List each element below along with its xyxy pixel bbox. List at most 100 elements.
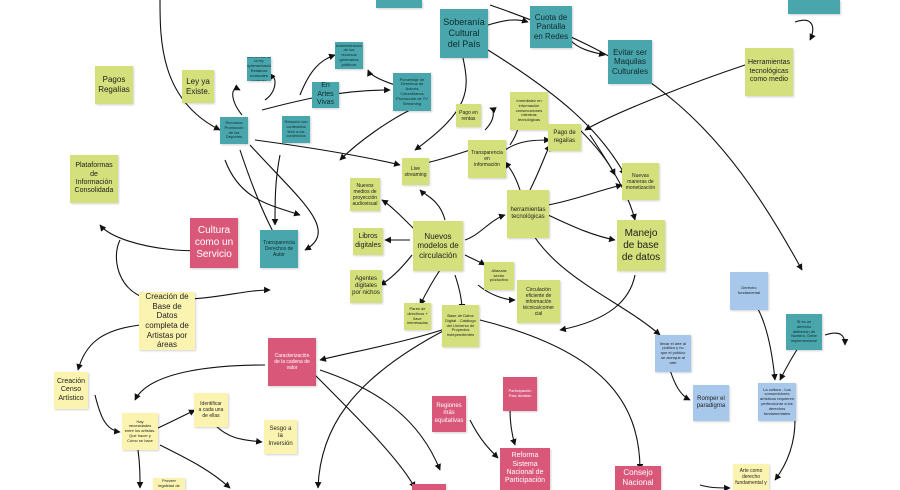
note-plataformas-informacion: Plataformas de Información Consolidada [70,155,118,203]
note-tema-derechos: Sus temas de la ley implementación Relat… [247,57,271,81]
note-regiones-equitativas: Regiones más equitativas [432,396,466,432]
connector [699,484,731,490]
connector [569,39,606,57]
note-consejo-nacional: Consejo Nacional [615,466,661,490]
connector [504,136,551,151]
connector [419,189,446,221]
note-nuevos-modelos: Nuevos modelos de circulación [413,221,463,271]
connector [477,284,516,304]
connector [159,0,221,131]
connector [794,19,816,41]
connector [319,369,441,471]
note-reforma-sistema: Reforma Sistema Nacional de Participació… [500,448,550,490]
connector [589,134,637,221]
connector [509,409,517,446]
connector [381,199,416,231]
note-bottom-pink [412,484,446,490]
note-cultura-derechos: La cultura - Los consumidores artísticos… [758,383,796,421]
connector [529,229,661,336]
note-identificar: Identificar a cada una de ellas [194,393,228,427]
note-evitar-maquilas: Evitar ser Maquilas Culturales [608,40,652,84]
note-pagos-regalias: Pagos Regalías [95,66,133,104]
note-sesgo-inversion: Sesgo a la Inversión [264,420,297,454]
connector [774,419,796,481]
connector [414,57,467,151]
note-relacion-contenidos: Relación con contenidos técn a los conte… [282,116,310,143]
note-participacion-pais: Participación País dividido [503,377,537,411]
note-agentes-digitales: Agentes digitales por nichos [350,270,382,303]
note-herramientas-medio: Herramientas tecnológicas como medio [745,48,793,96]
connector [299,53,336,96]
connector [559,274,636,333]
connector [136,449,144,489]
connector [271,154,281,226]
note-nuevas-maneras: Nuevas maneras de monetización [622,163,659,200]
note-creacion-censo: Creación Censo Artístico [54,372,88,409]
connector [214,424,263,445]
note-derecho-fundamental: Derecho fundamental [730,272,768,310]
note-porcentaje-derechos: Porcentaje de Derechos de Autoría Colomb… [393,73,431,111]
note-transparencia-derechos-autor: Transparencia Derechos de Autor [260,230,298,268]
note-top-right [788,0,840,14]
note-soberania-cultural: Soberanía Cultural del País [440,9,488,58]
connector [134,364,266,401]
note-arte-derecho: Arte como derecho fundamental y [733,464,769,490]
connector [309,369,416,489]
note-top-center [376,0,422,8]
connector [314,329,446,489]
note-inmediatez: Inmediatez en información consecuciones … [510,92,548,130]
note-nuevos-medios: Nuevos medios de proyección audiovisual [350,178,380,211]
note-herramientas-tecnologicas: herramientas tecnológicas [507,190,549,238]
note-proveer-legalidad: Proveer legalidad de [153,478,185,490]
note-romper-paradigma: Romper el paradigma [693,385,729,421]
connector [547,183,623,206]
note-circulacion-eficiente: Circulación eficiente de información téc… [517,280,560,323]
note-ley-ya-existe: Ley ya Existe. [182,70,214,103]
note-cultura-servicio: Cultura como un Servicio [190,218,238,268]
connector [479,319,644,471]
note-administracion: Administración de los recursos generados… [335,42,363,69]
connector [249,144,319,251]
connector [339,109,411,161]
connector [419,269,441,306]
note-caracterizacion: Caracterización de la cadena de valor [268,338,316,386]
note-manejo-base-datos: Manejo de base de datos [617,220,665,271]
connector [547,214,616,243]
note-base-datos-digital: Base de Datos Digital - Catálogo del Uni… [442,305,479,347]
connector [367,69,396,86]
note-live-streaming: Live streaming [402,158,429,185]
note-si-es-derecho: Si es un derecho definición de Nuestro. … [786,314,822,350]
connector [232,84,243,116]
note-transparencia-informacion: Transparencia en información [468,140,506,178]
connector [464,254,486,266]
note-pago-rentas: Pago en rentas [456,104,481,127]
note-recursos-promocion: Recursos Promoción de los Deportes [220,117,248,144]
note-hay-necesidades: Hay necesidades entre los artistas. Que … [122,413,158,450]
connector [224,159,301,217]
note-alianzas-sector: Alianzas sector productivo [484,262,514,290]
connector [254,139,401,167]
connector [669,369,691,401]
connector [159,444,231,489]
connector [529,144,551,191]
note-libros-digitales: Libros digitales [353,228,383,255]
connector [379,254,413,286]
connector [487,49,626,176]
note-creacion-base-datos: Creación de Base de Datos completa de Ar… [139,292,195,350]
note-en-artes-vivas: En Artes Vivas [312,82,339,108]
note-pares-directivos: Pares de directivos + llave interesadas [404,303,431,330]
connector [779,344,801,381]
note-pago-regalias: Pago de regalías [548,124,581,151]
connector [94,394,121,435]
connector [487,17,529,26]
connector [76,324,141,371]
connector [157,409,196,429]
connector [264,73,276,101]
connector [484,107,497,131]
connector [464,213,506,241]
note-cuota-pantalla: Cuota de Pantalla en Redes [530,6,572,48]
connector [504,161,521,191]
connector [584,64,746,131]
connector [469,419,499,459]
